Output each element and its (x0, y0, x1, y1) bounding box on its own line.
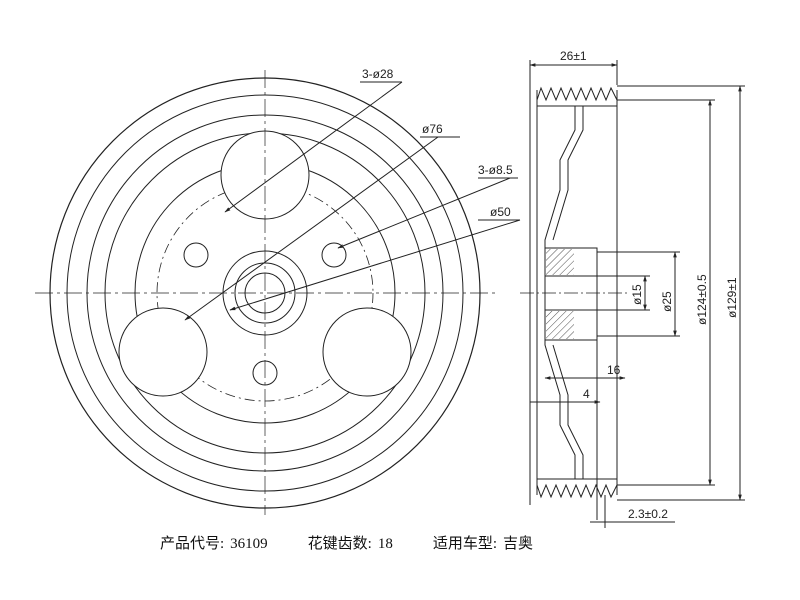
label-76: ø76 (422, 122, 443, 136)
label-4: 4 (583, 387, 590, 401)
leader-3-8.5 (337, 177, 511, 249)
label-124: ø124±0.5 (695, 274, 709, 325)
model-label: 适用车型: (432, 536, 498, 552)
label-25: ø25 (660, 291, 674, 312)
small-hole-right (321, 242, 347, 268)
large-hole-left (118, 307, 208, 397)
product-code-value: 36109 (230, 536, 268, 552)
leader-3-28 (224, 81, 403, 213)
spline-teeth-label: 花键齿数: (307, 536, 372, 552)
bottom-groove-profile (536, 483, 618, 499)
large-hole-right (322, 307, 412, 397)
front-view (35, 70, 521, 515)
label-16: 16 (607, 363, 621, 377)
label-15: ø15 (630, 284, 644, 305)
small-hole-left (183, 242, 209, 268)
section-view (520, 60, 745, 528)
leader-50 (229, 219, 521, 311)
label-3-28: 3-ø28 (362, 67, 394, 81)
label-129: ø129±1 (725, 277, 739, 318)
label-26: 26±1 (560, 49, 587, 63)
label-3-8.5: 3-ø8.5 (478, 163, 513, 177)
caption-line: 产品代号: 36109 花键齿数: 18 适用车型: 吉奥 (160, 532, 539, 553)
leader-76 (184, 136, 439, 321)
web-top (544, 106, 576, 248)
label-50: ø50 (490, 205, 511, 219)
model-value: 吉奥 (503, 536, 534, 552)
product-code-label: 产品代号: (160, 536, 225, 552)
hub-inner-circle (234, 262, 296, 324)
top-groove-profile (536, 86, 618, 102)
spline-teeth-value: 18 (377, 536, 393, 552)
label-2.3: 2.3±0.2 (628, 507, 668, 521)
web-bottom (544, 338, 576, 479)
hub-outer-circle (222, 250, 308, 336)
